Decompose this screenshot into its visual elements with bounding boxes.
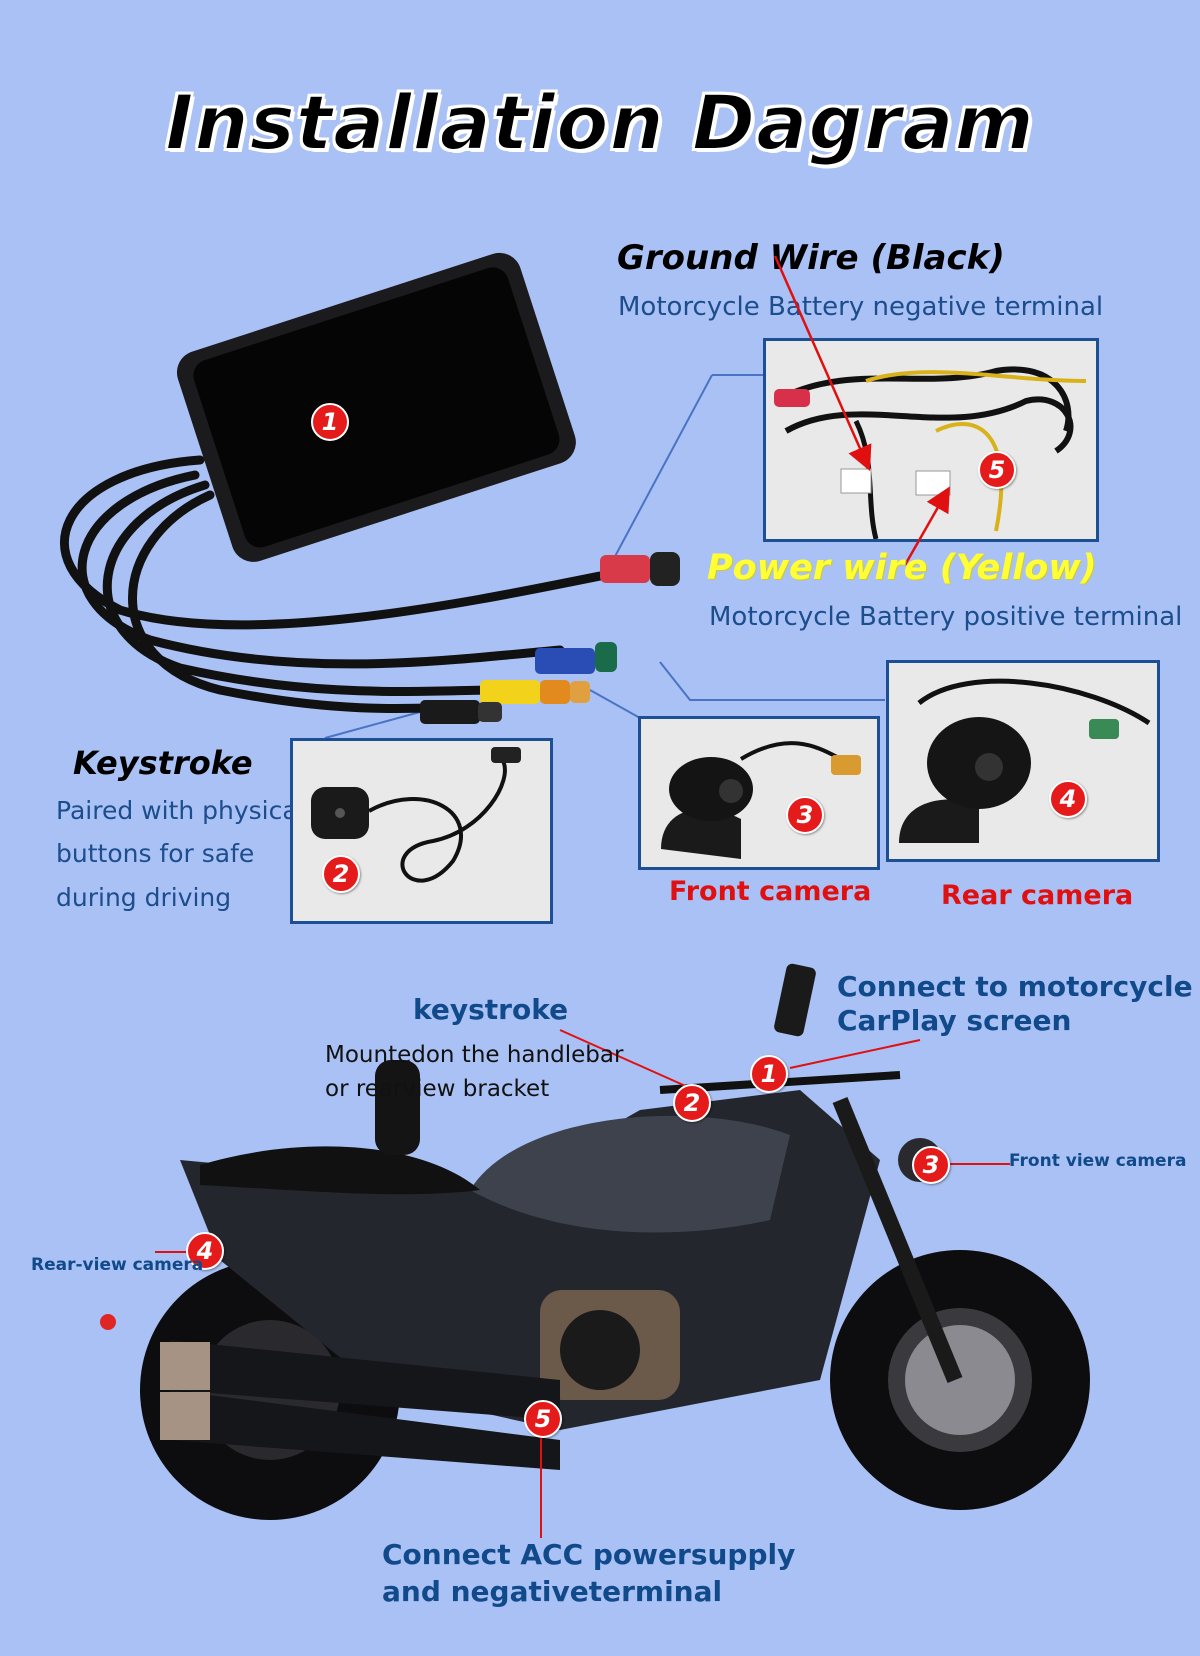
badge-1-main-unit: 1	[311, 403, 349, 441]
carplay-line-2: CarPlay screen	[837, 1004, 1072, 1037]
photo-rear-camera	[886, 660, 1160, 862]
badge-5-acc: 5	[524, 1400, 562, 1438]
main-unit	[176, 252, 576, 562]
ground-wire-sub: Motorcycle Battery negative terminal	[618, 292, 1104, 322]
badge-1-screen: 1	[750, 1055, 788, 1093]
rear-camera-label: Rear camera	[941, 880, 1134, 911]
front-camera-label: Front camera	[669, 876, 872, 907]
ground-wire-heading: Ground Wire (Black)	[617, 238, 1005, 278]
keystroke-line-3: during driving	[56, 883, 232, 912]
bike-keystroke-line-2: or rearview bracket	[325, 1076, 550, 1102]
leader-line-power-box	[611, 374, 713, 563]
acc-line-1: Connect ACC powersupply	[382, 1538, 796, 1571]
connector-orange	[540, 680, 590, 704]
power-wire-sub: Motorcycle Battery positive terminal	[709, 602, 1183, 632]
badge-3-front-view: 3	[912, 1146, 950, 1184]
leader-line-front-cam	[589, 689, 641, 719]
page-title: Installation Dagram	[164, 77, 1035, 168]
keystroke-line-1: Paired with physical	[56, 796, 305, 825]
acc-line-2: and negativeterminal	[382, 1575, 723, 1608]
front-view-camera-label: Front view camera	[1009, 1151, 1187, 1171]
rear-camera-drawing	[899, 678, 1151, 843]
badge-3-front-camera: 3	[786, 796, 824, 834]
leader-keystroke	[559, 1029, 691, 1089]
badge-2-handlebar: 2	[673, 1084, 711, 1122]
badge-2-keystroke: 2	[322, 855, 360, 893]
carplay-line-1: Connect to motorcycle	[837, 970, 1193, 1003]
front-camera-drawing	[661, 741, 861, 859]
connector-red	[600, 552, 680, 586]
leader-line-rear-cam	[659, 661, 885, 701]
badge-4-rear-camera: 4	[1049, 780, 1087, 818]
connector-blue	[535, 642, 617, 674]
photo-wire-harness	[763, 338, 1099, 542]
badge-4-rear-view: 4	[186, 1232, 224, 1270]
rear-view-camera-label: Rear-view camera	[31, 1255, 204, 1275]
bike-keystroke-heading: keystroke	[413, 993, 569, 1026]
keystroke-drawing	[311, 747, 521, 883]
keystroke-line-2: buttons for safe	[56, 839, 255, 868]
photo-keystroke	[290, 738, 553, 924]
leader-carplay	[789, 1039, 921, 1069]
leader-line-keystroke	[324, 711, 421, 739]
arrow-power-wire	[903, 486, 950, 566]
cable-bundle	[59, 455, 625, 713]
connector-yellow	[480, 680, 540, 704]
power-wire-heading: Power wire (Yellow)	[707, 548, 1097, 588]
arrow-ground-wire	[773, 255, 872, 472]
badge-5-wire-harness: 5	[978, 451, 1016, 489]
connector-black	[420, 700, 502, 724]
motorcycle-illustration	[100, 963, 1090, 1538]
bike-keystroke-line-1: Mountedon the handlebar	[325, 1042, 624, 1068]
keystroke-heading: Keystroke	[73, 744, 253, 782]
photo-front-camera	[638, 716, 880, 870]
